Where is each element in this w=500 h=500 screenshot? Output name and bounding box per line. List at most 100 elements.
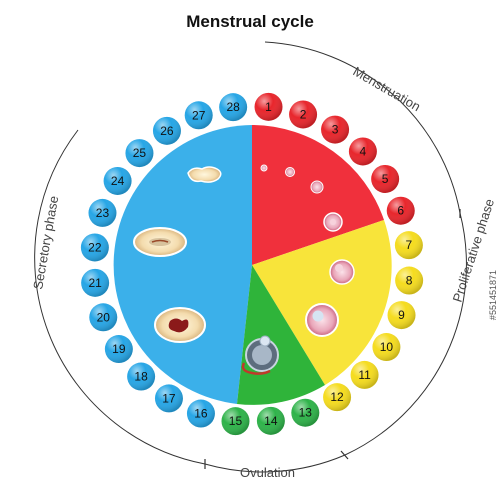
day-ball-shine [321,115,350,144]
arc-proliferative [344,212,467,456]
day-ball-shine [395,266,424,295]
day-21-marker: 21 [81,268,110,297]
day-number: 20 [97,310,111,324]
day-11-marker: 11 [350,360,379,389]
pie-menstruation [252,125,384,265]
day-ball-shine [348,137,377,166]
day-ball-shine [386,196,415,225]
day-7-marker: 7 [394,231,423,260]
day-ball-shine [323,383,352,412]
day-ball-shine [387,301,416,330]
day-ball-shine [88,198,117,227]
day-number: 2 [300,107,307,121]
day-10-marker: 10 [372,333,401,362]
arc-tick-2 [340,450,349,460]
day-16-marker: 16 [186,399,215,428]
day-9-marker: 9 [387,301,416,330]
day-number: 28 [226,100,240,114]
label-ovulation: Ovulation [240,465,295,480]
day-15-marker: 15 [221,407,250,436]
day-13-marker: 13 [291,398,320,427]
corpus-luteum-large [154,307,206,343]
arc-secretory [34,129,206,465]
day-12-marker: 12 [323,383,352,412]
day-number: 16 [194,407,208,421]
day-ball-shine [89,303,118,332]
pie-proliferative [252,220,392,385]
day-20-marker: 20 [89,303,118,332]
day-number: 21 [88,276,102,290]
day-number: 26 [160,124,174,138]
day-number: 10 [380,340,394,354]
day-1-marker: 1 [254,92,283,121]
day-19-marker: 19 [104,335,133,364]
follicle-2 [285,167,295,177]
label-menstruation: Menstruation [351,64,424,115]
day-14-marker: 14 [256,406,285,435]
day-number: 18 [134,370,148,384]
day-ball-shine [103,166,132,195]
day-6-marker: 6 [386,196,415,225]
day-number: 15 [229,414,243,428]
day-ball-shine [125,139,154,168]
corpus-albicans [187,166,222,183]
ovulating-follicle [241,335,279,375]
corpus-luteum-medium [133,227,187,257]
day-ball-shine [80,233,109,262]
day-18-marker: 18 [127,362,156,391]
day-ball-shine [81,268,110,297]
day-ball-shine [219,93,248,122]
day-28-marker: 28 [219,93,248,122]
day-ball-shine [221,407,250,436]
follicle-3 [310,180,324,194]
day-8-marker: 8 [395,266,424,295]
day-number: 25 [133,146,147,160]
cycle-pie [113,125,392,405]
day-ball-shine [350,360,379,389]
day-number: 7 [406,238,413,252]
arc-menstruation [264,41,461,214]
day-ball-shine [254,92,283,121]
day-25-marker: 25 [125,139,154,168]
day-23-marker: 23 [88,198,117,227]
day-number: 4 [360,144,367,158]
day-ball-shine [394,231,423,260]
day-ball-shine [256,406,285,435]
day-number: 27 [192,108,206,122]
day-26-marker: 26 [152,116,181,145]
day-22-marker: 22 [80,233,109,262]
day-ball-shine [371,164,400,193]
day-ball-shine [372,333,401,362]
day-ring: 1234567891011121314151617181920212223242… [80,92,424,436]
day-number: 19 [112,342,126,356]
day-number: 13 [299,406,313,420]
day-27-marker: 27 [184,101,213,130]
day-3-marker: 3 [321,115,350,144]
day-5-marker: 5 [371,164,400,193]
day-4-marker: 4 [348,137,377,166]
day-24-marker: 24 [103,166,132,195]
day-number: 11 [358,368,371,382]
phase-arcs [34,41,467,473]
day-number: 9 [398,308,405,322]
day-ball-shine [127,362,156,391]
follicle-6 [305,303,339,337]
label-proliferative: Proliferative phase [450,197,498,304]
arc-ovulation [204,454,346,473]
follicle-5 [329,259,355,285]
diagram-title: Menstrual cycle [186,12,314,31]
follicle-1 [260,164,268,172]
day-ball-shine [184,101,213,130]
day-ball-shine [289,100,318,129]
day-ball-shine [154,384,183,413]
day-number: 14 [264,414,278,428]
day-2-marker: 2 [289,100,318,129]
day-ball-shine [291,398,320,427]
day-number: 1 [265,100,272,114]
day-ball-shine [152,116,181,145]
day-number: 12 [330,390,344,404]
day-17-marker: 17 [154,384,183,413]
day-ball-shine [104,335,133,364]
